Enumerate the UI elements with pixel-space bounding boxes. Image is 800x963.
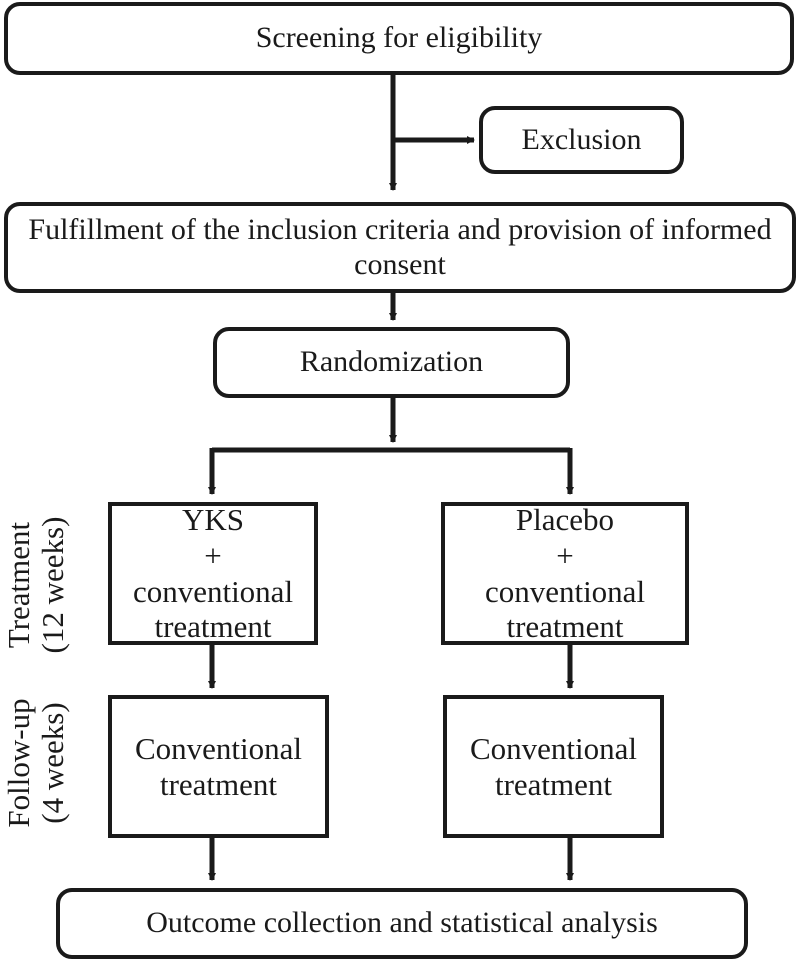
placebo-followup-line: Conventional [469,730,638,766]
yks-treatment-line: YKS [181,502,244,538]
treatment-phase-duration: (12 weeks) [35,516,71,654]
randomization-box: Randomization [213,327,570,398]
placebo-treatment-line: treatment [506,609,624,645]
yks-treatment-line: conventional [132,573,294,609]
placebo-followup-box: Conventional treatment [443,695,664,838]
followup-phase-duration: (4 weeks) [35,702,71,824]
outcome-label: Outcome collection and statistical analy… [146,906,658,940]
followup-phase-name: Follow-up [1,698,36,828]
placebo-treatment-line: + [556,537,574,573]
yks-treatment-line: + [204,537,222,573]
outcome-box: Outcome collection and statistical analy… [56,888,748,959]
placebo-treatment-line: Placebo [515,502,615,538]
placebo-treatment-box: Placebo + conventional treatment [441,502,689,645]
yks-treatment-line: treatment [154,609,272,645]
treatment-phase-label: Treatment (12 weeks) [1,500,78,670]
yks-followup-line: Conventional [134,730,303,766]
screening-label: Screening for eligibility [255,21,543,55]
randomization-label: Randomization [299,345,484,379]
yks-followup-box: Conventional treatment [108,695,329,838]
exclusion-label: Exclusion [521,122,642,156]
placebo-followup-line: treatment [494,766,613,802]
followup-phase-label: Follow-up (4 weeks) [1,678,78,848]
treatment-phase-name: Treatment [1,521,36,649]
placebo-treatment-line: conventional [484,573,646,609]
exclusion-box: Exclusion [479,106,684,174]
inclusion-box: Fulfillment of the inclusion criteria an… [4,202,796,293]
yks-treatment-box: YKS + conventional treatment [108,502,318,645]
screening-box: Screening for eligibility [4,2,794,75]
inclusion-label: Fulfillment of the inclusion criteria an… [28,213,772,281]
yks-followup-line: treatment [159,766,278,802]
